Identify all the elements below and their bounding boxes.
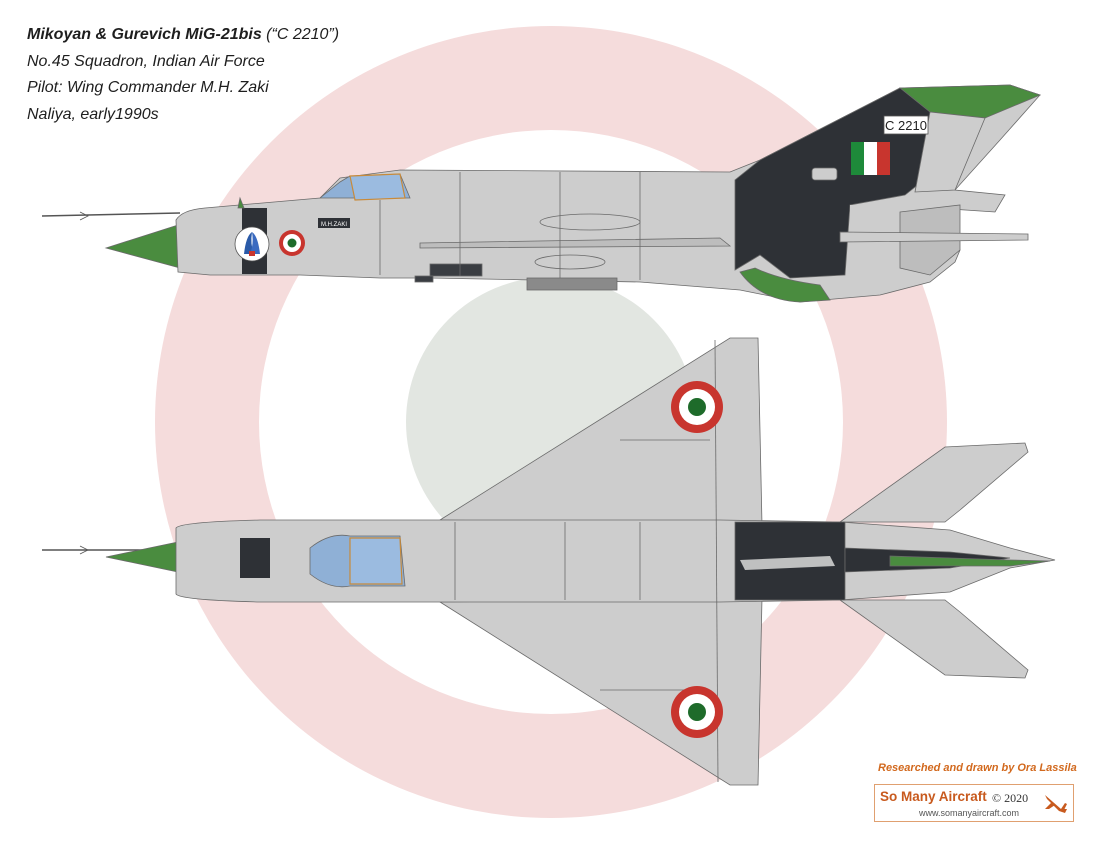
profile-caption: Mikoyan & Gurevich MiG-21bis (“C 2210”) … [27, 22, 339, 128]
pilot-line: Pilot: Wing Commander M.H. Zaki [27, 79, 269, 96]
aircraft-name: Mikoyan & Gurevich MiG-21bis [27, 26, 262, 43]
unit-line: No.45 Squadron, Indian Air Force [27, 52, 265, 70]
top-view [42, 337, 1056, 786]
brand-logo: So Many Aircraft © 2020 www.somanyaircra… [874, 784, 1074, 822]
caption-aircraft-line: Mikoyan & Gurevich MiG-21bis (“C 2210”) [27, 22, 339, 49]
serial-note: (“C 2210”) [261, 26, 340, 43]
plane-icon [1045, 795, 1067, 813]
brand-name: So Many Aircraft [880, 789, 987, 804]
copyright: © 2020 [992, 791, 1029, 805]
location-line: Naliya, early1990s [27, 105, 159, 123]
serial-marking: C 2210 [885, 118, 927, 133]
pilot-name-marking: M.H.ZAKI [321, 222, 347, 228]
side-view [41, 84, 1042, 303]
brand-url: www.somanyaircraft.com [919, 808, 1020, 818]
researched-credit: Researched and drawn by Ora Lassila [878, 762, 1077, 774]
